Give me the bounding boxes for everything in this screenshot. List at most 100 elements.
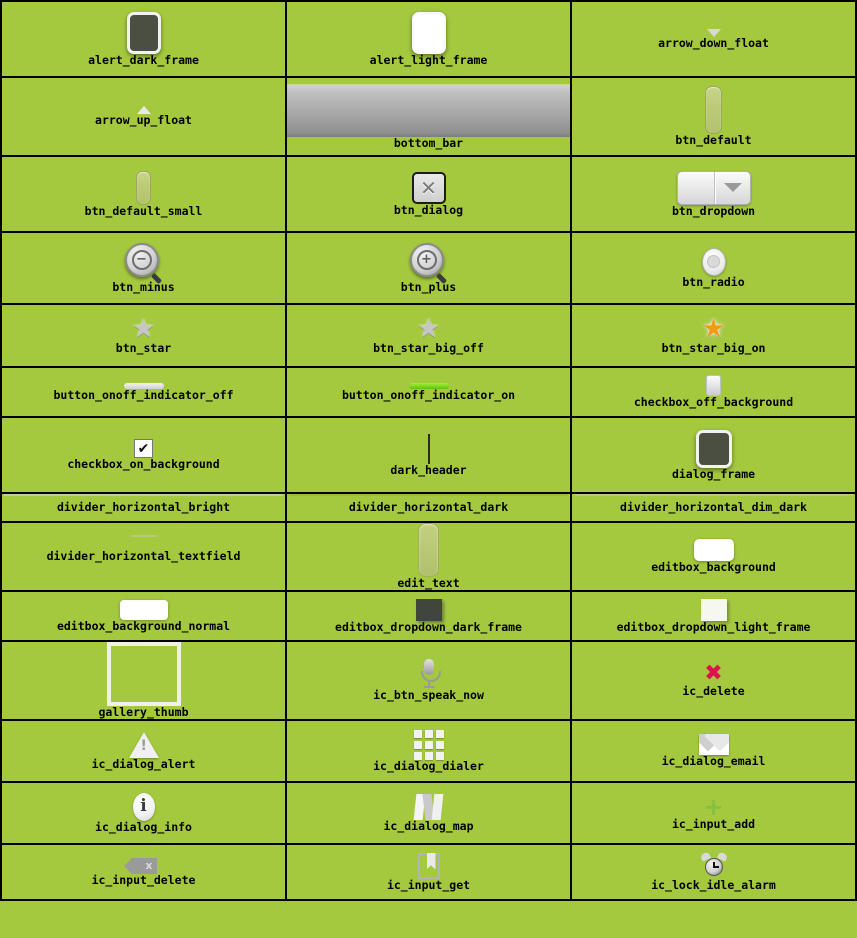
btn-default-small-art[interactable] (136, 170, 151, 205)
resource-cell[interactable]: arrow_down_float (570, 0, 857, 78)
resource-cell[interactable]: editbox_dropdown_light_frame (570, 590, 857, 642)
resource-label: divider_horizontal_dark (348, 500, 509, 514)
resource-cell[interactable]: dark_header (285, 416, 572, 494)
resource-cell[interactable]: ✔checkbox_on_background (0, 416, 287, 494)
checkbox-on-art[interactable]: ✔ (134, 439, 153, 458)
editbox-dropdown-dark-art (415, 598, 442, 621)
resource-art (126, 11, 161, 54)
resource-label: btn_default_small (84, 203, 203, 218)
divider-dark-art (289, 494, 568, 496)
resource-cell-inner: ✕btn_dialog (287, 171, 570, 217)
resource-cell[interactable]: btn_default_small (0, 155, 287, 233)
resource-cell[interactable]: editbox_background_normal (0, 590, 287, 642)
chevron-down-icon (723, 183, 742, 192)
resource-cell[interactable]: ★btn_star_big_on (570, 303, 857, 368)
resource-cell-inner: ★btn_star (2, 316, 285, 355)
resource-cell[interactable]: divider_horizontal_bright (0, 492, 287, 523)
checkbox-off-art[interactable] (706, 375, 721, 396)
resource-cell[interactable]: alert_dark_frame (0, 0, 287, 78)
resource-cell[interactable]: ic_dialog_map (285, 781, 572, 845)
resource-cell[interactable]: divider_horizontal_textfield (0, 521, 287, 592)
resource-cell-inner: dark_header (287, 433, 570, 477)
resource-cell[interactable]: ★btn_star (0, 303, 287, 368)
arrow-down-icon (706, 28, 721, 37)
resource-cell[interactable]: edit_text (285, 521, 572, 592)
resource-art: ★ (417, 316, 440, 342)
resource-label: divider_horizontal_dim_dark (620, 500, 807, 514)
resource-cell-inner: btn_dropdown (572, 170, 855, 218)
resource-cell-inner: ic_lock_idle_alarm (572, 850, 855, 892)
resource-label: editbox_dropdown_light_frame (616, 619, 811, 634)
input-get-icon[interactable] (417, 852, 440, 879)
resource-cell[interactable]: button_onoff_indicator_on (285, 366, 572, 418)
input-delete-icon[interactable]: x (123, 857, 157, 874)
resource-cell[interactable]: +ic_input_add (570, 781, 857, 845)
onoff-indicator-on-art (408, 382, 449, 389)
resource-cell[interactable]: ic_btn_speak_now (285, 640, 572, 721)
resource-cell[interactable]: ic_lock_idle_alarm (570, 843, 857, 901)
resource-cell[interactable]: dialog_frame (570, 416, 857, 494)
zoom-out-icon[interactable]: − (124, 242, 163, 284)
resource-cell[interactable]: alert_light_frame (285, 0, 572, 78)
alert-triangle-icon: ! (128, 731, 159, 758)
star-off-icon[interactable]: ★ (131, 314, 156, 344)
resource-cell[interactable]: ✕btn_dialog (285, 155, 572, 233)
resource-cell[interactable]: btn_default (570, 76, 857, 157)
resource-label: ic_input_delete (91, 872, 196, 887)
star-off-icon[interactable]: ★ (416, 314, 441, 344)
resource-cell[interactable]: ic_dialog_email (570, 719, 857, 783)
edit-text-art[interactable] (418, 523, 439, 577)
resource-cell-inner: +btn_plus (287, 242, 570, 294)
delete-x-icon[interactable]: ✖ (704, 661, 723, 686)
resource-cell[interactable]: ★btn_star_big_off (285, 303, 572, 368)
resource-cell[interactable]: ✖ic_delete (570, 640, 857, 721)
resource-cell[interactable]: gallery_thumb (0, 640, 287, 721)
resource-art: + (703, 792, 724, 821)
resource-cell[interactable]: editbox_background (570, 521, 857, 592)
resource-art (700, 598, 727, 621)
resource-art (706, 375, 721, 396)
resource-cell[interactable]: divider_horizontal_dark (285, 492, 572, 523)
editbox-background-normal-art[interactable] (119, 599, 168, 620)
resource-cell[interactable]: btn_radio (570, 231, 857, 305)
add-plus-icon[interactable]: + (703, 792, 724, 821)
editbox-background-art[interactable] (693, 539, 734, 561)
table-row: ★btn_star★btn_star_big_off★btn_star_big_… (0, 303, 857, 368)
resource-cell[interactable]: editbox_dropdown_dark_frame (285, 590, 572, 642)
microphone-icon[interactable] (420, 659, 441, 689)
btn-dropdown-art[interactable] (676, 170, 751, 205)
resource-label: btn_star (115, 341, 172, 355)
radio-button-art[interactable] (701, 247, 726, 276)
resource-label: ic_input_get (386, 877, 471, 892)
star-on-icon[interactable]: ★ (701, 314, 726, 344)
resource-cell[interactable]: ic_input_get (285, 843, 572, 901)
resource-cell[interactable]: button_onoff_indicator_off (0, 366, 287, 418)
check-icon: ✔ (137, 440, 150, 457)
divider-textfield-art (130, 535, 157, 537)
resource-cell-inner: dialog_frame (572, 429, 855, 481)
resource-cell[interactable]: checkbox_off_background (570, 366, 857, 418)
resource-label: editbox_background (651, 560, 776, 574)
resource-cell[interactable]: −btn_minus (0, 231, 287, 305)
resource-cell[interactable]: arrow_up_float (0, 76, 287, 157)
arrow-up-icon (136, 106, 151, 114)
dialog-frame-art (695, 429, 732, 468)
zoom-in-icon[interactable]: + (409, 242, 448, 284)
btn-dialog-art[interactable]: ✕ (411, 171, 446, 204)
resource-cell[interactable]: btn_dropdown (570, 155, 857, 233)
resource-cell[interactable]: +btn_plus (285, 231, 572, 305)
dropdown-arrow-area[interactable] (714, 171, 750, 204)
btn-default-art[interactable] (705, 86, 722, 134)
resource-art (698, 734, 729, 755)
resource-cell[interactable]: divider_horizontal_dim_dark (570, 492, 857, 523)
resource-cell[interactable]: ic_dialog_dialer (285, 719, 572, 783)
alarm-clock-icon (699, 850, 728, 879)
resource-cell[interactable]: bottom_bar (285, 76, 572, 157)
resource-cell[interactable]: !ic_dialog_alert (0, 719, 287, 783)
magnifier-glyph: − (131, 249, 152, 270)
resource-label: divider_horizontal_textfield (46, 549, 241, 563)
